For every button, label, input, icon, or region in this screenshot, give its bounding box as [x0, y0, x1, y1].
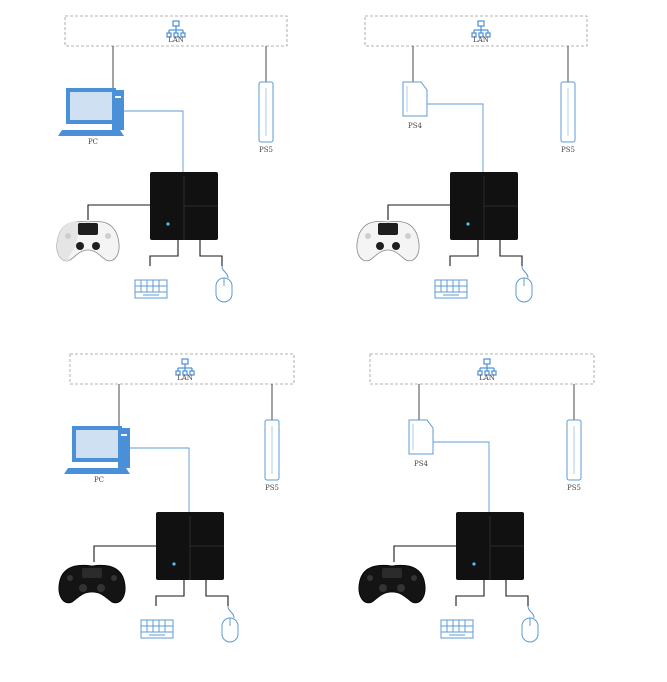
network-icon — [471, 20, 491, 38]
adapter-box — [450, 172, 518, 240]
mouse-icon — [515, 265, 533, 303]
lan-box — [364, 15, 588, 47]
lan-box — [369, 353, 595, 385]
console-label: PS5 — [567, 484, 581, 492]
console-label: PS5 — [561, 146, 575, 154]
network-icon — [477, 358, 497, 376]
source-label: PC — [94, 476, 104, 484]
lan-box — [69, 353, 295, 385]
panel-ps4-dualsense: LAN PS4 PS5 — [356, 15, 588, 303]
dualsense-controller-icon — [356, 221, 420, 262]
dualshock-controller-icon — [358, 564, 426, 604]
keyboard-icon — [134, 279, 168, 299]
adapter-box — [156, 512, 224, 580]
console-label: PS5 — [265, 484, 279, 492]
pc-icon — [58, 88, 124, 136]
ps5-console-icon — [258, 81, 274, 143]
mouse-icon — [221, 605, 239, 643]
lan-label: LAN — [479, 374, 495, 382]
ps5-console-icon — [560, 81, 576, 143]
lan-label: LAN — [177, 374, 193, 382]
adapter-box — [150, 172, 218, 240]
keyboard-icon — [440, 619, 474, 639]
dualshock-controller-icon — [58, 564, 126, 604]
source-label: PS4 — [408, 122, 423, 130]
lan-label: LAN — [473, 36, 489, 44]
console-label: PS5 — [259, 146, 273, 154]
mouse-icon — [521, 605, 539, 643]
panel-pc-dualshock: LAN PC PS5 — [58, 353, 295, 643]
mouse-icon — [215, 265, 233, 303]
ps4-console-icon — [402, 81, 428, 117]
status-led — [472, 562, 476, 566]
dualsense-controller-icon — [56, 221, 120, 262]
ps4-console-icon — [408, 419, 434, 455]
status-led — [466, 222, 470, 226]
network-icon — [166, 20, 186, 38]
source-label: PC — [88, 138, 98, 146]
lan-box — [64, 15, 288, 47]
status-led — [172, 562, 176, 566]
lan-label: LAN — [168, 36, 184, 44]
pc-icon — [64, 426, 130, 474]
panel-pc-dualsense: LAN PC PS5 — [56, 15, 288, 303]
source-label: PS4 — [414, 460, 429, 468]
keyboard-icon — [434, 279, 468, 299]
keyboard-icon — [140, 619, 174, 639]
panel-ps4-dualshock: LAN PS4 PS5 — [358, 353, 595, 643]
ps5-console-icon — [566, 419, 582, 481]
network-icon — [175, 358, 195, 376]
adapter-box — [456, 512, 524, 580]
ps5-console-icon — [264, 419, 280, 481]
status-led — [166, 222, 170, 226]
